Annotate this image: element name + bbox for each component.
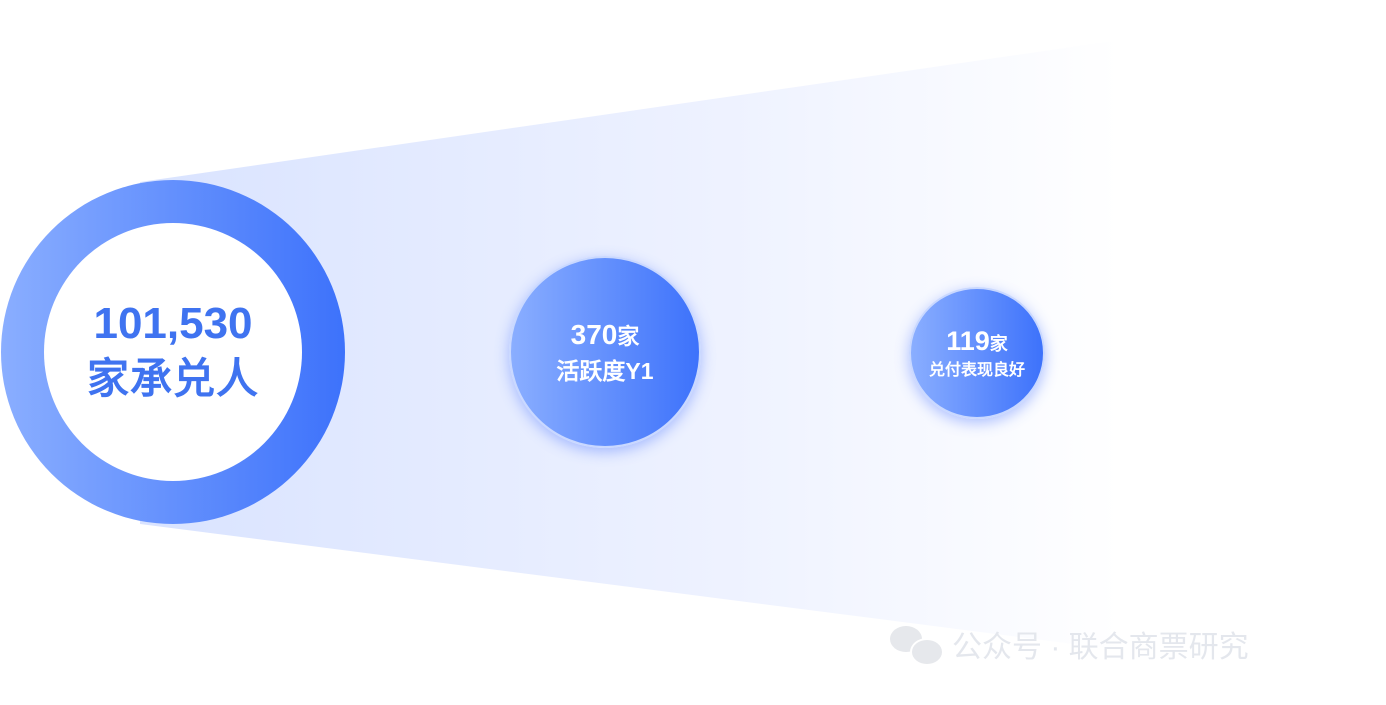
active-y1-label: 活跃度Y1 [556, 358, 654, 384]
active-y1-value: 370 [570, 319, 618, 350]
good-payment-unit: 家 [989, 333, 1008, 354]
good-payment-bubble: 119家 兑付表现良好 [909, 287, 1045, 419]
active-y1-bubble: 370家 活跃度Y1 [509, 256, 701, 448]
watermark: 公众号 · 联合商票研究 [890, 622, 1249, 666]
total-acceptors-value: 101,530 [93, 299, 253, 348]
good-payment-label: 兑付表现良好 [928, 361, 1025, 379]
total-acceptors-label: 家承兑人 [86, 355, 259, 402]
good-payment-value: 119 [946, 325, 990, 356]
wechat-icon [890, 624, 944, 666]
active-y1-unit: 家 [617, 324, 640, 349]
total-acceptors-ring: 101,530 家承兑人 [1, 180, 345, 524]
watermark-text: 公众号 · 联合商票研究 [952, 631, 1249, 664]
